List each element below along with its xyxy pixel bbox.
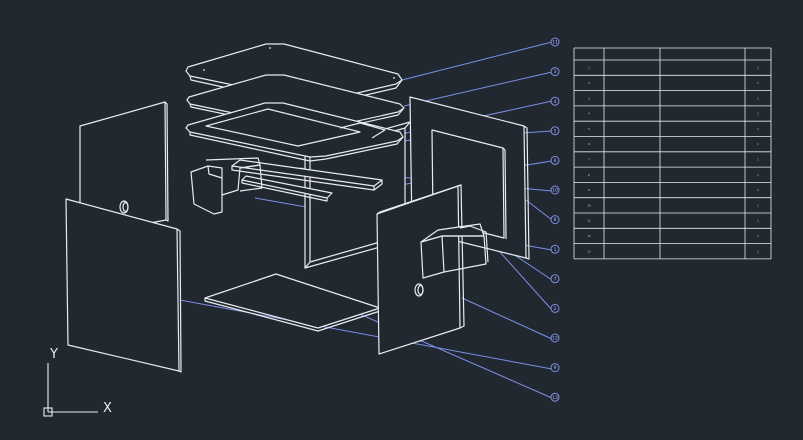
leader-line (525, 199, 553, 221)
balloon: 8 (550, 215, 560, 225)
balloon-number: 6 (554, 158, 557, 164)
table-cell: 2 (588, 81, 590, 85)
rail-bar (231, 159, 383, 191)
balloon-number: 5 (554, 128, 557, 134)
right-front-panel (376, 184, 465, 355)
balloon-number: 1 (554, 247, 557, 253)
table-cell: 1 (757, 234, 759, 238)
balloon: 12 (550, 333, 560, 343)
balloon-circle (550, 155, 560, 165)
table-cell: 1 (757, 219, 759, 223)
balloons: 11 3 4 5 6 10 8 1 7 2 12 9 13 (550, 37, 560, 402)
table-cell: 6 (588, 142, 590, 146)
balloon-circle (550, 67, 560, 77)
table-cell: 8 (588, 173, 590, 177)
balloon-circle (550, 303, 560, 313)
balloon: 5 (550, 126, 560, 136)
leader-line (461, 297, 553, 340)
balloon: 6 (550, 155, 560, 165)
table-cell: 1 (757, 157, 759, 161)
balloon-number: 3 (554, 69, 557, 75)
table-cell: 1 (757, 173, 759, 177)
balloon-circle (550, 126, 560, 136)
balloon-circle (550, 37, 560, 47)
balloon: 10 (550, 185, 560, 195)
balloon: 11 (550, 37, 560, 47)
left-front-panel (65, 198, 182, 373)
table-cell: 3 (588, 96, 590, 100)
table-cell: 11 (587, 219, 591, 223)
right-bracket (420, 223, 489, 279)
balloon: 13 (550, 392, 560, 402)
balloon-circle (550, 363, 560, 373)
balloon-number: 2 (554, 306, 557, 312)
balloon-number: 10 (552, 188, 558, 194)
table-cell: 1 (757, 249, 759, 253)
table-cell: 4 (588, 112, 590, 116)
balloon: 2 (550, 303, 560, 313)
table-cell: 1 (757, 203, 759, 207)
table-cell: 1 (757, 66, 759, 70)
ucs-icon: Y X (43, 347, 112, 417)
leader-line (179, 299, 553, 370)
table-cell: 1 (757, 96, 759, 100)
table-cell: 13 (587, 249, 591, 253)
balloon-number: 4 (554, 99, 557, 105)
table-cell: 10 (587, 203, 591, 207)
balloon-number: 11 (552, 40, 558, 46)
leader-line (403, 71, 553, 107)
balloon: 7 (550, 274, 560, 284)
balloon-circle (550, 215, 560, 225)
balloon-number: 12 (552, 336, 558, 342)
bottom-plate (204, 273, 381, 332)
left-back-panel (79, 101, 169, 237)
table-cell: 12 (587, 234, 591, 238)
left-bracket (190, 157, 263, 215)
table-cell: 5 (588, 127, 590, 131)
table-cell: 1 (757, 112, 759, 116)
table-cell: 1 (757, 142, 759, 146)
table-cell: 1 (757, 127, 759, 131)
balloon-number: 13 (552, 395, 558, 401)
slider-strip (241, 175, 333, 202)
balloon-number: 7 (554, 276, 557, 282)
balloon-circle (550, 333, 560, 343)
table-cell: 1 (757, 81, 759, 85)
balloon-circle (550, 96, 560, 106)
balloon-circle (550, 244, 560, 254)
balloon-number: 8 (554, 217, 557, 223)
ucs-x-label: X (103, 401, 112, 416)
balloon-number: 9 (554, 365, 557, 371)
balloon: 4 (550, 96, 560, 106)
table-cell: 1 (757, 188, 759, 192)
balloon-circle (550, 185, 560, 195)
table-cell: 7 (588, 157, 590, 161)
leader-line (401, 41, 553, 81)
frame-plate (185, 102, 404, 162)
table-cell: 9 (588, 188, 590, 192)
balloon: 3 (550, 67, 560, 77)
balloon-circle (550, 274, 560, 284)
balloon: 1 (550, 244, 560, 254)
table-cell: 1 (588, 66, 590, 70)
ucs-y-label: Y (49, 347, 58, 362)
balloon-circle (550, 392, 560, 402)
balloon: 9 (550, 363, 560, 373)
